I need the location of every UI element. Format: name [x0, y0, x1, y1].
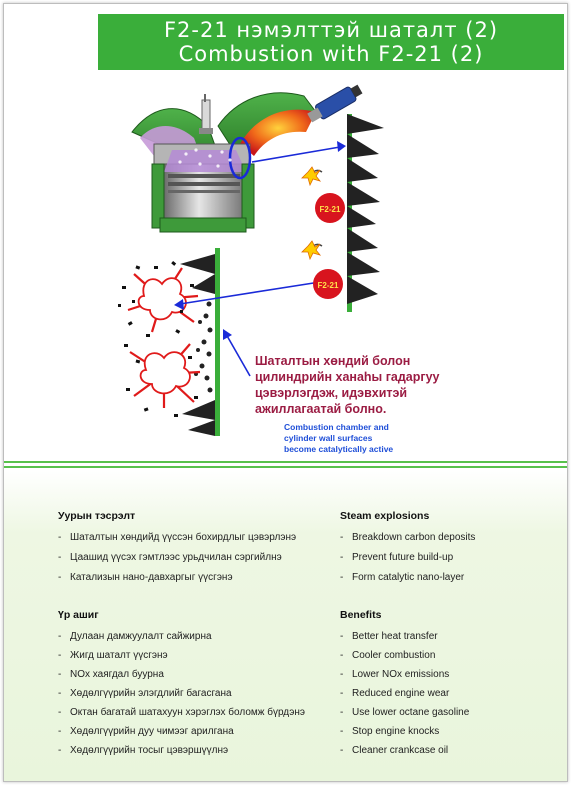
list-item: -Prevent future build-up	[340, 552, 454, 563]
title-english: Combustion with F2-21 (2)	[178, 42, 484, 66]
list-item: -Хөдөлгүүрийн тосыг цэвэршүүлнэ	[58, 745, 229, 756]
cylinder-wall-deposits	[347, 114, 384, 312]
list-item: -Better heat transfer	[340, 631, 438, 642]
list-item: -Цаашид үүсэх гэмтлээс урьдчилан сэргийл…	[58, 552, 282, 563]
caption-en-line: become catalytically active	[284, 444, 394, 454]
caption-mongolian: Шаталтын хөндий болон цилиндрийн ханаһы …	[255, 353, 495, 417]
heading-steam-mn: Уурын тэсрэлт	[58, 510, 136, 522]
combustion-diagram: F2-21 F2-21	[118, 84, 384, 436]
title-mongolian: F2-21 нэмэлттэй шаталт (2)	[163, 18, 499, 42]
list-item: -Breakdown carbon deposits	[340, 532, 476, 543]
divider-top	[4, 461, 567, 463]
list-item: -Шаталтын хөндийд үүссэн бохирдлыг цэвэр…	[58, 532, 297, 543]
steam-explosion-bursts	[118, 260, 201, 417]
caption-english: Combustion chamber and cylinder wall sur…	[284, 422, 454, 455]
badge-label: F2-21	[320, 205, 341, 214]
list-item: -Хөдөлгүүрийн элэгдлийг багасгана	[58, 688, 232, 699]
list-item: -Reduced engine wear	[340, 688, 450, 699]
list-item: -Form catalytic nano-layer	[340, 572, 465, 583]
list-item: -Катализын нано-давхаргыг үүсгэнэ	[58, 572, 233, 583]
info-panel: Уурын тэсрэлт -Шаталтын хөндийд үүссэн б…	[4, 471, 567, 781]
caption-mn-line: ажиллагаатай болно.	[255, 402, 387, 416]
f2-21-badge-1: F2-21	[301, 166, 345, 223]
list-item: -Хөдөлгүүрийн дуу чимээг арилгана	[58, 726, 234, 737]
list-item: -Жигд шаталт үүсгэнэ	[58, 650, 168, 661]
list-item: -Use lower octane gasoline	[340, 707, 470, 718]
f2-21-badge-2: F2-21	[301, 240, 343, 299]
list-item: -Дулаан дамжуулалт сайжирна	[58, 631, 212, 642]
heading-benefits-en: Benefits	[340, 609, 382, 621]
list-item: -Октан багатай шатахуун хэрэглэх боломж …	[58, 707, 305, 718]
title-banner: F2-21 нэмэлттэй шаталт (2) Combustion wi…	[98, 14, 564, 70]
caption-mn-line: цилиндрийн ханаһы гадаргуу	[255, 370, 440, 384]
divider-bottom	[4, 466, 567, 468]
engine-cutaway	[131, 84, 363, 233]
badge-label: F2-21	[318, 281, 339, 290]
caption-mn-line: цэвэрлэгдэж, идэвхитэй	[255, 386, 408, 400]
list-item: -Stop engine knocks	[340, 726, 440, 737]
caption-en-line: Combustion chamber and	[284, 422, 389, 432]
heading-steam-en: Steam explosions	[340, 510, 430, 522]
cleaned-wall	[180, 248, 220, 436]
caption-mn-line: Шаталтын хөндий болон	[255, 354, 411, 368]
list-item: -Cleaner crankcase oil	[340, 745, 449, 756]
page: F2-21 нэмэлттэй шаталт (2) Combustion wi…	[3, 3, 568, 782]
list-item: -Lower NOx emissions	[340, 669, 450, 680]
heading-benefits-mn: Үр ашиг	[58, 609, 99, 621]
list-item: -NOx хаягдал буурна	[58, 669, 164, 680]
list-item: -Cooler combustion	[340, 650, 436, 661]
caption-en-line: cylinder wall surfaces	[284, 433, 373, 443]
arrows	[174, 141, 346, 377]
